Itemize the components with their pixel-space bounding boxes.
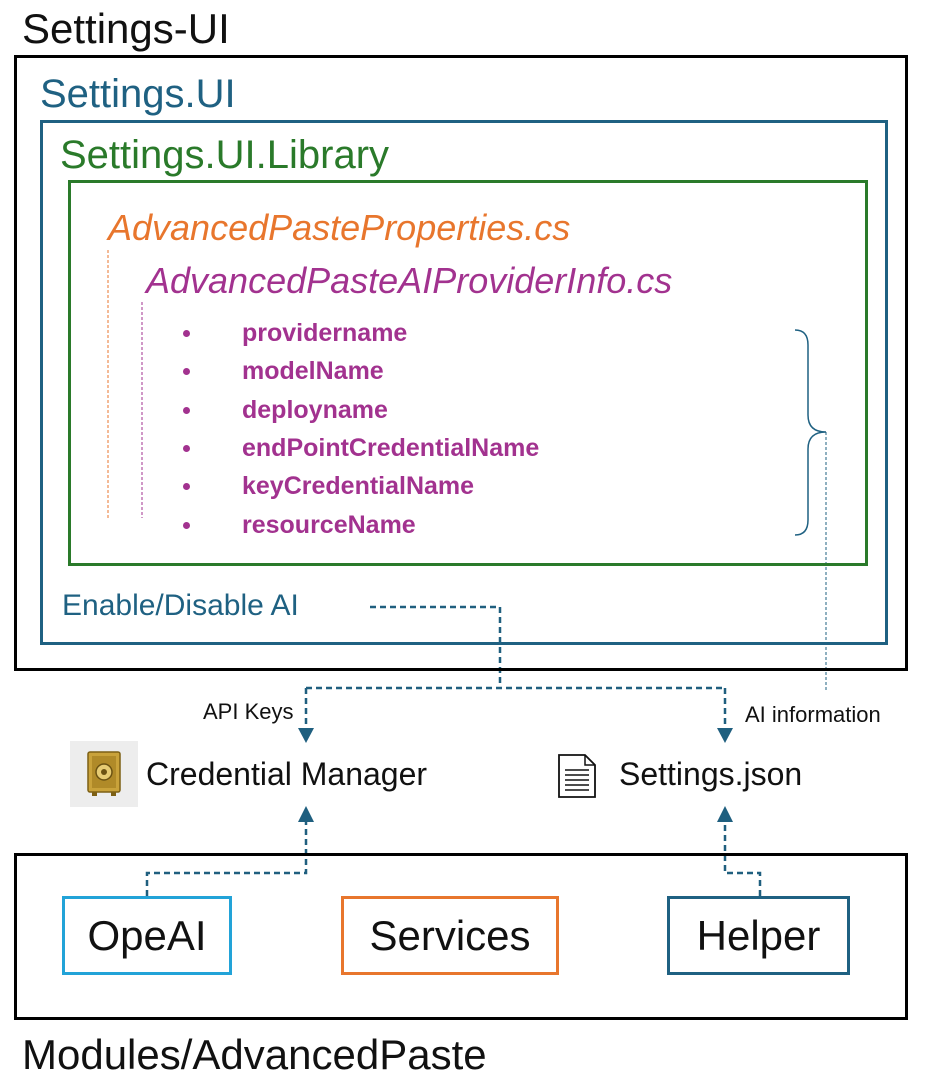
field-label: keyCredentialName bbox=[242, 472, 475, 500]
field-label: modelName bbox=[242, 357, 384, 385]
library-box bbox=[68, 180, 868, 566]
bullet-icon bbox=[183, 483, 190, 490]
credential-manager-label: Credential Manager bbox=[146, 756, 428, 792]
arrow-up-credential bbox=[298, 806, 314, 822]
field-label: endPointCredentialName bbox=[242, 434, 540, 462]
ai-information-label: AI information bbox=[745, 702, 881, 727]
module-openai: OpeAI bbox=[62, 896, 232, 975]
bottom-title: Modules/AdvancedPaste bbox=[22, 1031, 487, 1078]
settings-ui-title: Settings.UI bbox=[40, 72, 236, 116]
bullet-icon bbox=[183, 368, 190, 375]
provider-info-file: AdvancedPasteAIProviderInfo.cs bbox=[146, 260, 673, 301]
openai-to-credential-connector bbox=[145, 820, 308, 896]
settings-ui-project-box bbox=[40, 120, 888, 645]
bullet-icon bbox=[183, 522, 190, 529]
outer-title: Settings-UI bbox=[22, 5, 230, 52]
module-services: Services bbox=[341, 896, 559, 975]
properties-file: AdvancedPasteProperties.cs bbox=[108, 207, 571, 248]
field-label: resourceName bbox=[242, 511, 416, 539]
document-icon bbox=[557, 753, 597, 799]
enable-disable-ai-label: Enable/Disable AI bbox=[62, 589, 299, 622]
settings-ui-container bbox=[14, 55, 908, 671]
enable-ai-connector bbox=[304, 605, 727, 730]
field-label: deployname bbox=[242, 396, 388, 424]
library-title: Settings.UI.Library bbox=[60, 133, 390, 177]
arrow-up-settings bbox=[717, 806, 733, 822]
arrow-to-settings-json bbox=[717, 728, 733, 743]
field-label: providername bbox=[242, 319, 408, 347]
bullet-icon bbox=[183, 407, 190, 414]
modules-container bbox=[14, 853, 908, 1020]
arrow-to-credential-manager bbox=[298, 728, 314, 743]
helper-to-settings-connector bbox=[723, 820, 762, 896]
bullet-icon bbox=[183, 445, 190, 452]
vault-icon bbox=[70, 741, 138, 807]
module-helper: Helper bbox=[667, 896, 850, 975]
api-keys-label: API Keys bbox=[203, 699, 294, 724]
bullet-icon bbox=[183, 330, 190, 337]
settings-json-label: Settings.json bbox=[619, 756, 803, 792]
